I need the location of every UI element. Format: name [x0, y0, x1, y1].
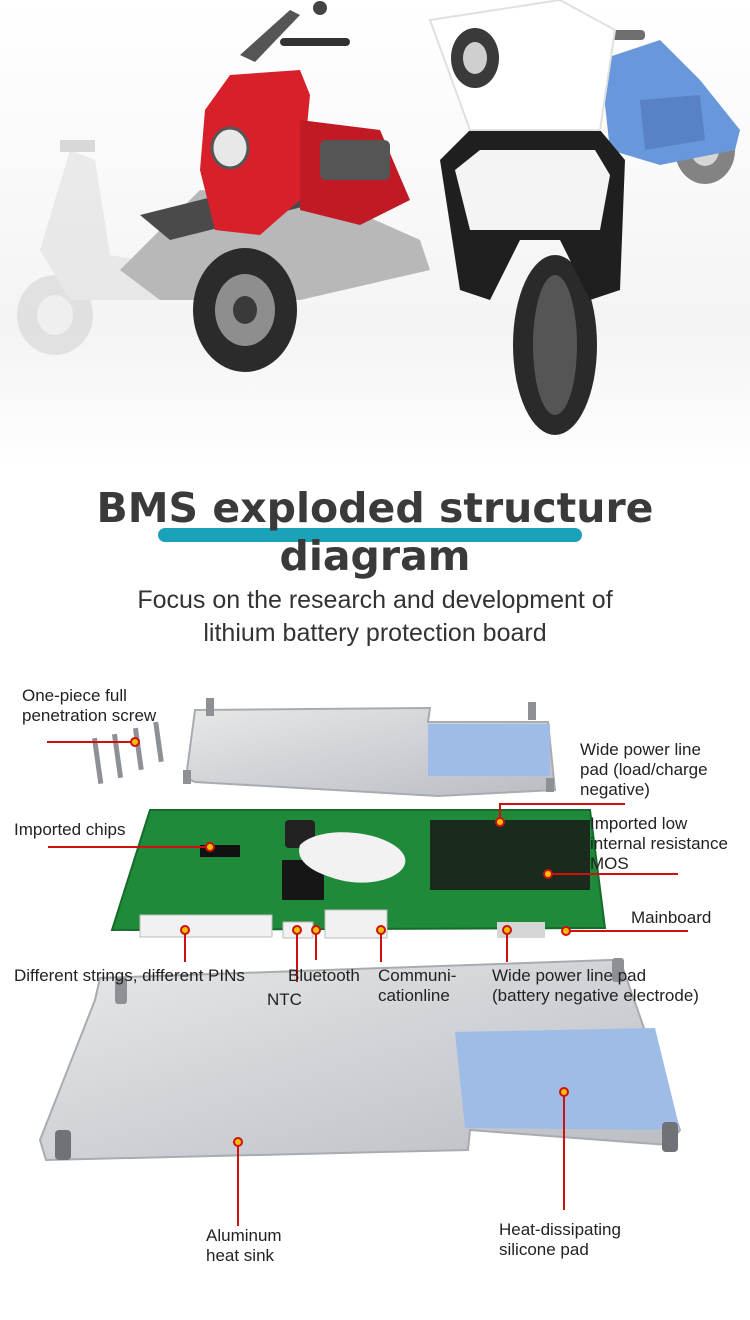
bottom-standoff-3 — [55, 1130, 71, 1160]
label-communication-line-1: Communi- — [378, 966, 457, 985]
grey-scooter — [17, 140, 215, 355]
label-wide-pad-battery-line-2: (battery negative electrode) — [492, 986, 699, 1005]
label-bluetooth: Bluetooth — [288, 966, 360, 985]
title-underline — [158, 528, 582, 542]
page-title: BMS exploded structure diagram — [96, 484, 654, 580]
dot-bluetooth — [311, 925, 321, 935]
dot-wide-pad-battery — [502, 925, 512, 935]
label-mos: Imported low internal resistance MOS — [590, 814, 728, 874]
mos-array — [430, 820, 590, 890]
bottom-standoff-2 — [612, 958, 624, 982]
label-mainboard: Mainboard — [631, 908, 712, 927]
label-mos-line-1: Imported low — [590, 814, 688, 833]
dot-ntc — [292, 925, 302, 935]
label-silicone-line-2: silicone pad — [499, 1240, 589, 1259]
label-screw-line-1: One-piece full — [22, 686, 127, 705]
dot-aluminum — [233, 1137, 243, 1147]
label-aluminum: Aluminum heat sink — [206, 1226, 282, 1266]
bottom-standoff-4 — [662, 1122, 678, 1152]
bms-exploded-diagram: One-piece full penetration screw Wide po… — [0, 660, 750, 1320]
label-communication-line-2: cationline — [378, 986, 450, 1005]
label-aluminum-line-2: heat sink — [206, 1246, 275, 1265]
label-wide-pad-load-line-1: Wide power line — [580, 740, 701, 759]
diagram-graphics — [38, 698, 688, 1226]
label-wide-pad-battery: Wide power line pad (battery negative el… — [492, 966, 699, 1006]
top-standoff-2 — [528, 702, 536, 720]
screw-4 — [153, 721, 164, 763]
screw-3 — [132, 727, 144, 771]
pcb-mainboard — [110, 809, 607, 939]
label-strings-pins: Different strings, different PINs — [14, 966, 245, 985]
label-wide-pad-load: Wide power line pad (load/charge negativ… — [580, 740, 708, 800]
top-standoff-3 — [183, 770, 191, 784]
label-wide-pad-load-line-2: pad (load/charge — [580, 760, 708, 779]
label-imported-chips: Imported chips — [14, 820, 126, 839]
scooter-illustration — [17, 0, 740, 435]
label-ntc: NTC — [267, 990, 302, 1009]
subtitle-line-2: lithium battery protection board — [203, 619, 547, 647]
communication-connector — [324, 909, 388, 939]
dot-comm — [376, 925, 386, 935]
dot-wide-pad-load — [495, 817, 505, 827]
label-communication: Communi- cationline — [378, 966, 456, 1006]
dot-chips — [205, 842, 215, 852]
bottom-silicone-pad — [455, 1028, 680, 1130]
label-mos-line-3: MOS — [590, 854, 629, 873]
dot-screw — [130, 737, 140, 747]
bottom-aluminum-plate — [38, 958, 682, 1162]
top-silicone-pad — [428, 724, 550, 776]
label-wide-pad-load-line-3: negative) — [580, 780, 650, 799]
label-silicone: Heat-dissipating silicone pad — [499, 1220, 621, 1260]
dot-silicone — [559, 1087, 569, 1097]
bottom-standoff-1 — [115, 978, 127, 1004]
label-wide-pad-battery-line-1: Wide power line pad — [492, 966, 647, 985]
label-aluminum-line-1: Aluminum — [206, 1226, 282, 1245]
label-screw: One-piece full penetration screw — [22, 686, 156, 726]
thermal-glue — [299, 832, 406, 883]
label-silicone-line-1: Heat-dissipating — [499, 1220, 621, 1239]
screw-2 — [111, 733, 124, 779]
top-standoff-1 — [206, 698, 214, 716]
hero-scooter-image — [0, 0, 750, 470]
subtitle: Focus on the research and development of… — [0, 584, 750, 650]
subtitle-line-1: Focus on the research and development of — [137, 586, 613, 614]
white-scooter — [428, 0, 625, 435]
dot-mainboard — [561, 926, 571, 936]
label-mos-line-2: internal resistance — [590, 834, 728, 853]
screw-1 — [91, 737, 104, 785]
callout-wide-pad-load — [499, 803, 625, 822]
dot-mos — [543, 869, 553, 879]
label-screw-line-2: penetration screw — [22, 706, 157, 725]
red-scooter — [120, 1, 430, 372]
screws — [91, 721, 164, 785]
top-aluminum-plate — [183, 698, 557, 798]
balance-connector — [139, 914, 273, 938]
callout-dots — [130, 737, 571, 1147]
top-standoff-4 — [546, 778, 554, 792]
dot-pins — [180, 925, 190, 935]
